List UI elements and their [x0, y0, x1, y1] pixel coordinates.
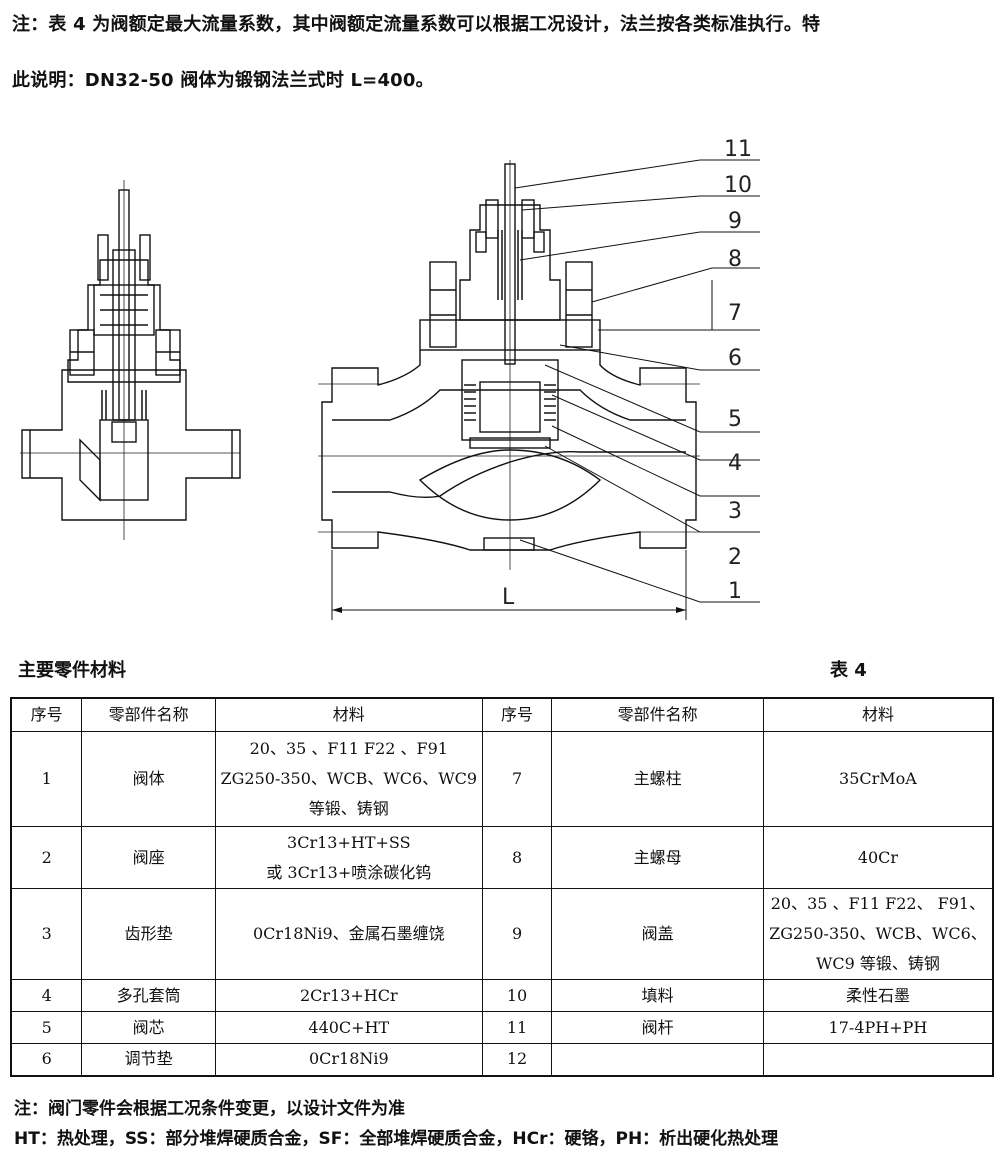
material-line: 3Cr13+HT+SS [287, 832, 411, 852]
callout-3: 3 [728, 499, 742, 524]
material-line: 20、35 、F11 F22、 F91、 [770, 894, 986, 913]
material-line: 20、35 、F11 F22 、F91 [249, 739, 448, 758]
material-line: WC9 等锻、铸钢 [815, 954, 940, 973]
callout-4: 4 [728, 451, 742, 476]
material-cell: 0Cr18Ni9 [215, 1043, 483, 1076]
callout-leaders [514, 159, 760, 603]
dimension-l-label: L [502, 585, 515, 610]
header-no-b: 序号 [481, 697, 553, 732]
callout-11: 11 [724, 137, 752, 162]
header-name-a: 零部件名称 [81, 697, 217, 732]
callout-7: 7 [728, 301, 742, 326]
material-cell: 0Cr18Ni9、金属石墨缠饶 [215, 888, 483, 980]
material-line: 或 3Cr13+喷涂碳化钨 [266, 862, 432, 882]
section-view: L [318, 160, 700, 620]
valve-assembly-drawing: L 11 10 9 8 7 6 5 4 3 2 1 [20, 137, 760, 620]
header-no-a: 序号 [10, 697, 83, 732]
row-number-cell: 9 [481, 888, 553, 980]
part-name-cell: 多孔套筒 [81, 979, 217, 1012]
callout-9: 9 [728, 209, 742, 234]
row-number-cell: 2 [10, 826, 83, 889]
material-line: 柔性石墨 [845, 985, 910, 1005]
row-number-cell: 7 [481, 731, 553, 827]
material-cell: 35CrMoA [762, 731, 994, 827]
row-number-cell: 6 [10, 1043, 83, 1076]
part-name-cell: 调节垫 [81, 1043, 217, 1076]
material-line: ZG250-350、WCB、WC6、WC9 [220, 769, 478, 788]
callout-5: 5 [728, 407, 742, 432]
material-cell: 17-4PH+PH [762, 1011, 994, 1044]
material-cell: 440C+HT [215, 1011, 483, 1044]
material-cell [762, 1043, 994, 1076]
callout-1: 1 [728, 579, 742, 604]
part-name-cell [551, 1043, 764, 1076]
header-note-line-1: 注：表 4 为阀额定最大流量系数，其中阀额定流量系数可以根据工况设计，法兰按各类… [12, 14, 821, 35]
material-cell: 2Cr13+HCr [215, 979, 483, 1012]
row-number-cell: 1 [10, 731, 83, 827]
callout-6: 6 [728, 346, 742, 371]
header-material-b: 材料 [762, 697, 994, 732]
material-line: 等锻、铸钢 [308, 799, 389, 818]
header-note-line-2: 此说明：DN32-50 阀体为锻钢法兰式时 L=400。 [12, 70, 434, 91]
part-name-cell: 阀杆 [551, 1011, 764, 1044]
header-name-b: 零部件名称 [551, 697, 764, 732]
part-name-cell: 阀体 [81, 731, 217, 827]
footnote-line-2: HT：热处理，SS：部分堆焊硬质合金，SF：全部堆焊硬质合金，HCr：硬铬，PH… [14, 1129, 779, 1149]
part-name-cell: 主螺母 [551, 826, 764, 889]
callout-numbers: 11 10 9 8 7 6 5 4 3 2 1 [724, 137, 752, 604]
side-view [20, 180, 241, 540]
material-line: 17-4PH+PH [828, 1017, 928, 1037]
table-title: 主要零件材料 [18, 660, 126, 681]
row-number-cell: 5 [10, 1011, 83, 1044]
callout-10: 10 [724, 173, 752, 198]
part-name-cell: 阀芯 [81, 1011, 217, 1044]
part-name-cell: 主螺柱 [551, 731, 764, 827]
footnote-line-1: 注：阀门零件会根据工况条件变更，以设计文件为准 [14, 1099, 405, 1119]
part-name-cell: 齿形垫 [81, 888, 217, 980]
material-cell: 柔性石墨 [762, 979, 994, 1012]
part-name-cell: 阀座 [81, 826, 217, 889]
row-number-cell: 4 [10, 979, 83, 1012]
row-number-cell: 3 [10, 888, 83, 980]
material-cell: 3Cr13+HT+SS 或 3Cr13+喷涂碳化钨 [215, 826, 483, 889]
callout-2: 2 [728, 545, 742, 570]
header-material-a: 材料 [215, 697, 483, 732]
callout-8: 8 [728, 247, 742, 272]
material-line: 440C+HT [308, 1017, 390, 1037]
material-line: 35CrMoA [839, 769, 917, 788]
material-line: 2Cr13+HCr [299, 985, 398, 1005]
row-number-cell: 10 [481, 979, 553, 1012]
material-line: 0Cr18Ni9 [308, 1049, 389, 1069]
part-name-cell: 填料 [551, 979, 764, 1012]
table-number: 表 4 [830, 660, 867, 681]
material-line: ZG250-350、WCB、WC6、 [769, 924, 987, 943]
material-cell: 40Cr [762, 826, 994, 889]
material-line: 40Cr [857, 847, 899, 867]
table-header-row: 序号 零部件名称 材料 序号 零部件名称 材料 [10, 697, 994, 732]
row-number-cell: 11 [481, 1011, 553, 1044]
row-number-cell: 12 [481, 1043, 553, 1076]
part-name-cell: 阀盖 [551, 888, 764, 980]
material-line: 0Cr18Ni9、金属石墨缠饶 [252, 924, 445, 943]
row-number-cell: 8 [481, 826, 553, 889]
material-cell: 20、35 、F11 F22、 F91、 ZG250-350、WCB、WC6、 WC… [762, 888, 994, 980]
